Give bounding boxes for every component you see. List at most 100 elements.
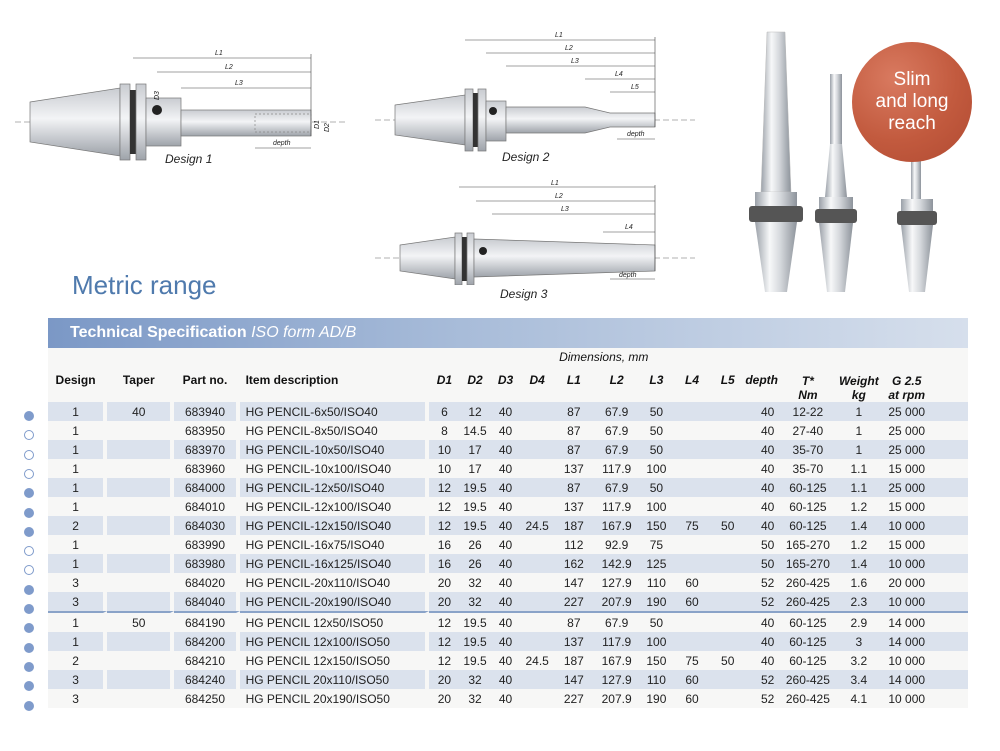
cell-item-description: HG PENCIL-16x125/ISO40 [239, 554, 430, 573]
cell-l3: 190 [646, 691, 667, 706]
cell-balance: 10 000 [888, 653, 926, 668]
cell-l1: 227 [563, 691, 584, 706]
cell-d1: 12 [429, 632, 460, 651]
cell-d1: 12 [437, 653, 452, 668]
cell-d2: 17 [459, 440, 491, 459]
cell-taper [107, 651, 175, 670]
cell-depth: 40 [760, 499, 775, 514]
cell-l1: 162 [553, 554, 595, 573]
cell-d1: 12 [437, 499, 452, 514]
cell-design: 1 [48, 402, 108, 421]
cell-l3: 50 [649, 423, 664, 438]
cell-design: 1 [48, 497, 108, 516]
cell-depth: 40 [745, 611, 779, 632]
svg-text:D3: D3 [154, 91, 161, 100]
cell-depth: 50 [745, 554, 779, 573]
col-l2: L2 [609, 373, 624, 387]
cell-l1: 137 [553, 632, 595, 651]
cell-item-description: HG PENCIL 12x100/ISO50 [239, 632, 430, 651]
cell-l1: 87 [553, 478, 595, 497]
cell-l3: 100 [646, 499, 667, 514]
cell-l5 [710, 402, 746, 421]
cell-l1: 87 [567, 423, 581, 438]
open-circle-icon [24, 565, 34, 576]
cell-l2: 207.9 [594, 592, 640, 611]
cell-torque: 260-425 [778, 670, 838, 689]
cell-l2: 142.9 [594, 554, 640, 573]
cell-design: 2 [48, 516, 108, 535]
cell-l1: 187 [563, 653, 584, 668]
cell-l4 [674, 421, 711, 440]
cell-l5 [710, 421, 745, 440]
cell-l2: 67.9 [594, 611, 640, 632]
cell-l4 [674, 459, 711, 478]
cell-l5 [710, 478, 746, 497]
cell-design: 1 [48, 459, 108, 478]
filled-circle-icon [24, 584, 34, 595]
cell-taper [107, 573, 175, 592]
cell-part-no: 684250 [174, 689, 240, 708]
cell-part-no: 683940 [174, 402, 240, 421]
filled-circle-icon [24, 526, 34, 537]
cell-l4: 75 [685, 653, 699, 668]
cell-l3: 125 [639, 554, 674, 573]
cell-torque: 60-125 [778, 516, 838, 535]
cell-item-description: HG PENCIL-6x50/ISO40 [239, 402, 430, 421]
open-circle-icon [24, 449, 34, 460]
cell-taper [107, 440, 175, 459]
cell-weight: 3 [837, 632, 881, 651]
svg-text:L3: L3 [561, 206, 569, 213]
cell-l1: 187 [553, 516, 595, 535]
spec-title: Technical Specification [70, 324, 247, 341]
cell-torque: 27-40 [792, 423, 824, 438]
slim-long-reach-badge: Slim and long reach [852, 42, 972, 162]
cell-l1: 137 [563, 499, 584, 514]
cell-balance: 15 000 [888, 537, 926, 552]
cell-torque: 260-425 [785, 575, 830, 590]
cell-part-no: 684040 [174, 592, 240, 611]
cell-d1: 12 [429, 611, 460, 632]
cell-item-description: HG PENCIL-12x150/ISO40 [239, 516, 430, 535]
cell-d2: 19.5 [459, 478, 491, 497]
cell-taper [107, 535, 175, 554]
cell-balance: 10 000 [880, 516, 934, 535]
cell-l4: 75 [673, 516, 711, 535]
cell-l3: 100 [646, 461, 667, 476]
cell-design: 1 [48, 421, 108, 440]
cell-balance: 25 000 [888, 423, 926, 438]
cell-item-description: HG PENCIL-20x110/ISO40 [240, 573, 430, 592]
open-circle-icon [24, 430, 34, 441]
cell-l3: 50 [639, 478, 674, 497]
cell-l3: 110 [646, 575, 666, 590]
cell-l5 [710, 689, 745, 708]
cell-l1: 87 [553, 611, 595, 632]
cell-torque: 60-125 [789, 499, 827, 514]
cell-l1: 137 [563, 461, 584, 476]
cell-part-no: 683950 [174, 421, 240, 440]
cell-taper: 50 [107, 611, 175, 632]
col-d3: D3 [497, 373, 514, 387]
svg-text:L4: L4 [625, 224, 633, 231]
cell-item-description: HG PENCIL-12x50/ISO40 [239, 478, 430, 497]
col-depth: depth [745, 373, 779, 387]
col-part-no: Part no. [174, 366, 240, 402]
cell-l4: 60 [685, 691, 699, 706]
cell-taper: 40 [107, 402, 175, 421]
col-l1: L1 [566, 373, 581, 387]
cell-taper [107, 670, 175, 689]
cell-d3: 40 [498, 461, 513, 476]
cell-l2: 67.9 [604, 423, 629, 438]
product-photo [735, 22, 997, 307]
cell-l1: 87 [553, 440, 595, 459]
cell-part-no: 684190 [174, 611, 240, 632]
cell-l5 [710, 632, 746, 651]
cell-d1: 20 [437, 691, 452, 706]
cell-l4 [673, 611, 711, 632]
cell-l3: 50 [639, 611, 674, 632]
spec-header-bar: Technical Specification ISO form AD/B [48, 318, 968, 348]
